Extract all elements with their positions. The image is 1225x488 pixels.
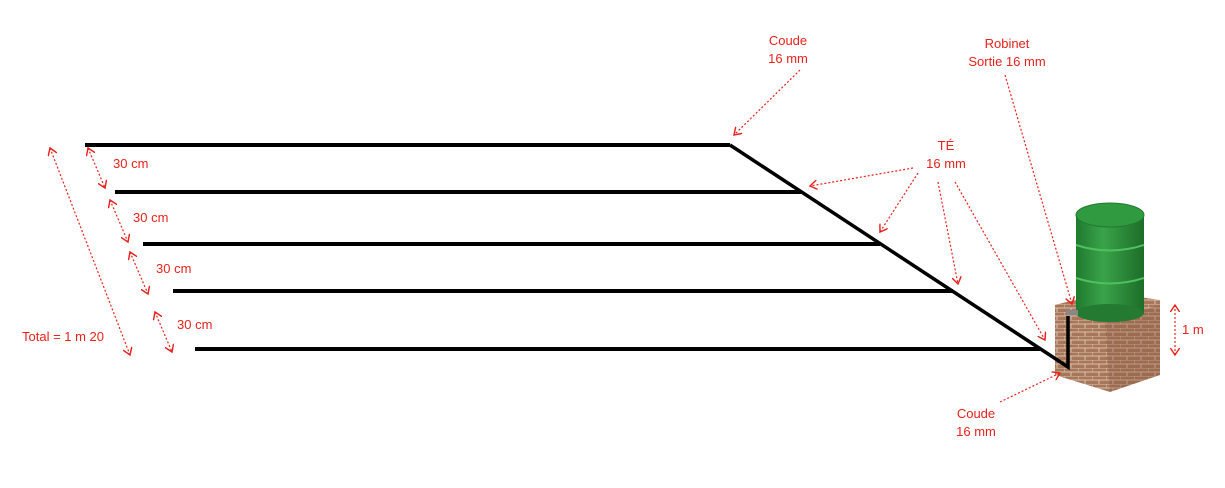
label-line: Coude	[956, 406, 996, 421]
label-line: TÉ	[937, 138, 955, 153]
main-feed-pipe	[729, 143, 1070, 371]
label-line: Sortie 16 mm	[968, 54, 1046, 69]
barrel-body	[1076, 215, 1144, 313]
pipes	[85, 143, 1070, 371]
label-height: 1 m	[1182, 322, 1204, 337]
label-spacing-3: 30 cm	[156, 261, 192, 276]
annotation-arrows	[50, 69, 1175, 403]
label-line: Robinet	[984, 36, 1030, 51]
label-coude-bottom: Coude 16 mm	[956, 405, 996, 441]
water-barrel-on-brick-base	[1055, 202, 1160, 392]
label-total: Total = 1 m 20	[22, 329, 105, 344]
label-coude-top: Coude 16 mm	[768, 32, 808, 68]
label-spacing-4: 30 cm	[177, 317, 213, 332]
tap	[1066, 310, 1078, 315]
label-spacing-1: 30 cm	[113, 156, 149, 171]
label-line: 16 mm	[956, 424, 996, 439]
label-line: 16 mm	[926, 156, 966, 171]
label-line: Coude	[768, 33, 808, 48]
label-line: 16 mm	[768, 51, 808, 66]
label-robinet: Robinet Sortie 16 mm	[968, 35, 1045, 71]
label-te: TÉ 16 mm	[926, 137, 966, 173]
label-spacing-2: 30 cm	[133, 210, 169, 225]
